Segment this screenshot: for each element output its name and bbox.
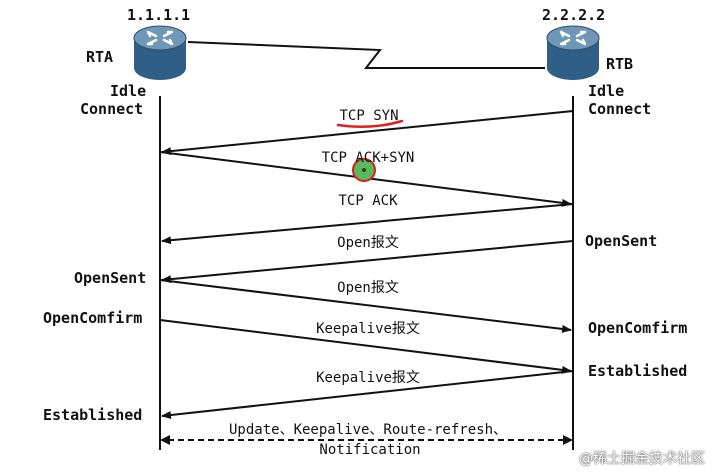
arrow-tcp-ack [161, 203, 574, 245]
rtb-state-idle: Idle [588, 82, 625, 100]
cursor-dot [362, 168, 366, 172]
rtb-state-established: Established [588, 362, 688, 380]
msg-open-1: Open报文 [337, 235, 399, 251]
rtb-name: RTB [606, 55, 634, 73]
rtb-state-opensent: OpenSent [585, 232, 658, 250]
rta-name: RTA [86, 48, 114, 66]
msg-tcp-syn: TCP SYN [339, 108, 399, 124]
rtb-ip: 2.2.2.2 [542, 6, 606, 24]
arrow-update-left-head [160, 435, 170, 445]
msg-keepalive-2: Keepalive报文 [316, 370, 420, 386]
rta-state-idle: Idle [110, 82, 147, 100]
rtb-state-connect: Connect [588, 100, 652, 118]
arrow-update-right-head [563, 435, 573, 445]
router-link [187, 41, 545, 69]
rta-router-icon [133, 25, 187, 80]
rta-state-connect: Connect [80, 100, 144, 118]
arrow-keepalive-2 [161, 370, 574, 419]
msg-tcp-ack-syn: TCP ACK+SYN [321, 150, 415, 166]
rtb-state-openconfirm: OpenComfirm [588, 319, 688, 337]
msg-keepalive-1: Keepalive报文 [316, 321, 420, 337]
rta-state-established: Established [43, 406, 143, 424]
red-underline-annotation [336, 119, 404, 129]
msg-open-2: Open报文 [337, 280, 399, 296]
arrow-open-2 [159, 279, 572, 333]
rta-state-openconfirm: OpenComfirm [43, 309, 143, 327]
msg-update-line2: Notification [319, 442, 421, 458]
msg-tcp-ack: TCP ACK [338, 193, 398, 209]
watermark: @稀土掘金技术社区 [579, 451, 705, 467]
arrow-keepalive-1 [159, 319, 572, 374]
msg-update-line1: Update、Keepalive、Route-refresh、 [228, 422, 508, 438]
arrow-open-1 [161, 240, 574, 284]
rtb-router-icon [546, 25, 600, 80]
rta-state-opensent: OpenSent [74, 269, 147, 287]
arrow-tcp-syn [161, 110, 574, 156]
rta-ip: 1.1.1.1 [127, 6, 191, 24]
